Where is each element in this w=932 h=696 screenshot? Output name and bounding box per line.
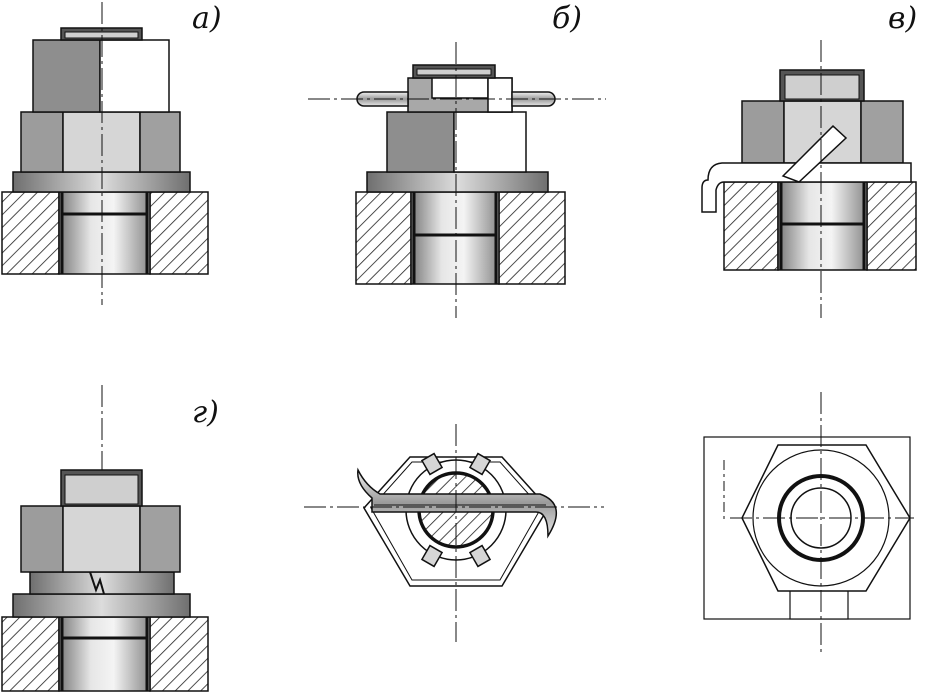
base-left-hatched xyxy=(355,191,412,285)
lock-nut-shaded xyxy=(32,39,101,113)
castle-nut-body-lit xyxy=(453,111,527,173)
nut-hex-middle-face xyxy=(62,505,141,573)
base-left-hatched xyxy=(723,181,779,271)
lock-nut-lit xyxy=(99,39,170,113)
spring-washer-split xyxy=(89,571,105,595)
tab-washer-top-view xyxy=(703,392,914,655)
castle-nut-top-view xyxy=(304,424,604,642)
figure-a-nut-locked-with-lock-nut xyxy=(1,2,209,305)
base-left-hatched xyxy=(1,616,60,692)
slot-top-left xyxy=(420,452,444,476)
nut-hex-right-face xyxy=(139,111,181,173)
cotter-pin-top-view xyxy=(357,467,557,539)
tab-washer-bent-lug xyxy=(781,124,848,183)
base-right-hatched xyxy=(149,191,209,275)
base-right-hatched xyxy=(498,191,566,285)
bolt-shank xyxy=(58,191,151,275)
spring-washer xyxy=(29,571,175,595)
slot-bottom-right xyxy=(468,544,492,568)
figure-b-castle-nut-with-cotter-pin xyxy=(308,42,606,318)
nut-hex-right-face xyxy=(860,100,904,164)
nut-hex-right-face xyxy=(139,505,181,573)
castle-nut-body-shaded xyxy=(386,111,455,173)
label-figure-v: в) xyxy=(888,1,918,36)
base-right-hatched xyxy=(866,181,917,271)
nut-hex-left-face xyxy=(20,111,64,173)
washer xyxy=(366,171,549,193)
bolt-shank xyxy=(410,191,500,285)
base-left-hatched xyxy=(1,191,60,275)
figure-v-tab-lock-washer xyxy=(701,40,917,318)
base-right-hatched xyxy=(149,616,209,692)
tab-washer xyxy=(701,162,912,213)
label-figure-b: б) xyxy=(552,1,583,36)
slot-bottom-left xyxy=(420,544,444,568)
nut-hex-left-face xyxy=(20,505,64,573)
slot-top-right xyxy=(468,452,492,476)
washer xyxy=(12,593,191,618)
figure-g-spring-lock-washer xyxy=(1,385,209,692)
nut-hex-left-face xyxy=(741,100,785,164)
tab-washer-tab xyxy=(789,588,849,620)
bolt-shank xyxy=(58,616,151,692)
bolt-shank xyxy=(777,181,868,271)
label-figure-g: г) xyxy=(192,395,219,430)
label-figure-a: а) xyxy=(192,1,222,36)
